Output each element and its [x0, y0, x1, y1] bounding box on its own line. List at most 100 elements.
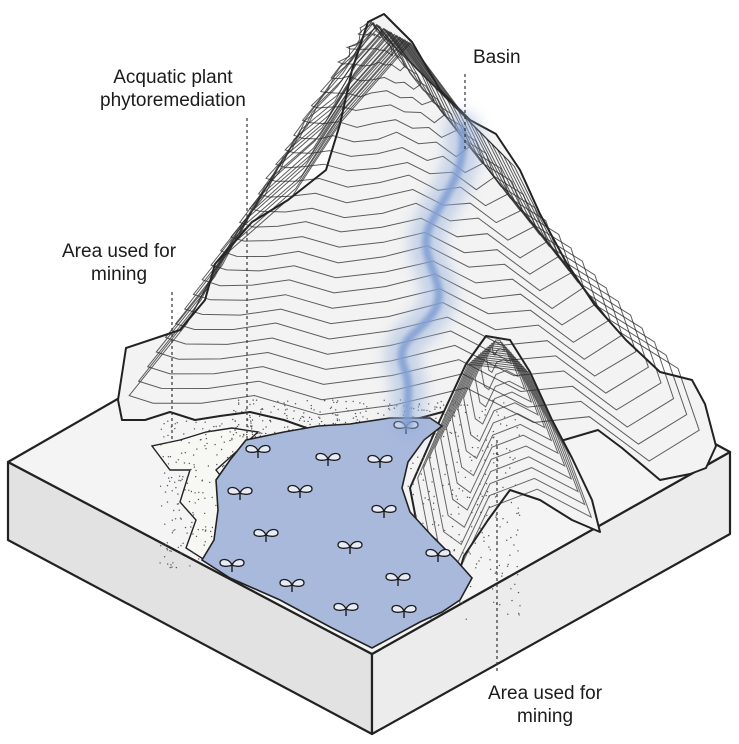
sand-dot: [451, 525, 454, 528]
sand-dot: [210, 530, 212, 533]
sand-dot: [475, 563, 478, 565]
sand-dot: [363, 403, 365, 405]
sand-dot: [167, 441, 169, 444]
sand-dot: [490, 444, 493, 446]
sand-dot: [501, 575, 503, 577]
sand-dot: [260, 408, 262, 411]
sand-dot: [235, 426, 237, 429]
sand-dot: [440, 400, 442, 403]
sprout-icon: [391, 604, 417, 618]
sand-dot: [233, 409, 235, 412]
sand-dot: [309, 423, 311, 426]
sand-dot: [445, 428, 447, 431]
sand-dot: [168, 477, 170, 479]
sand-dot: [188, 442, 190, 444]
sand-dot: [355, 415, 357, 418]
sand-dot: [456, 409, 459, 411]
sand-dot: [511, 410, 513, 413]
sand-dot: [175, 461, 177, 463]
sand-dot: [488, 506, 490, 508]
sand-dot: [333, 401, 335, 403]
sand-dot: [204, 512, 206, 515]
sand-dot: [458, 488, 460, 490]
sand-dot: [241, 411, 243, 413]
sand-dot: [469, 585, 472, 588]
sand-dot: [499, 526, 501, 528]
sand-dot: [167, 563, 169, 565]
sand-dot: [178, 479, 180, 482]
sand-dot: [365, 410, 367, 412]
contour-line: [210, 34, 585, 310]
sand-dot: [204, 445, 206, 447]
sand-dot: [221, 465, 224, 468]
sand-dot: [493, 493, 495, 495]
sand-dot: [294, 403, 297, 405]
contour-lines: [128, 19, 700, 580]
sand-dot: [457, 403, 459, 406]
sand-dot: [422, 479, 425, 481]
sand-dot: [510, 536, 512, 539]
sand-dot: [258, 415, 261, 417]
sand-dot: [428, 490, 430, 493]
sand-dot: [484, 459, 486, 461]
sand-dot: [183, 433, 185, 435]
sand-dot: [229, 439, 231, 442]
sand-dot: [458, 513, 460, 515]
sand-dot: [239, 435, 241, 437]
sand-dot: [514, 583, 516, 585]
sand-dot: [507, 563, 509, 566]
sand-dot: [460, 540, 462, 542]
sand-dot: [481, 450, 484, 452]
sand-dot: [214, 443, 216, 446]
sand-dot: [160, 444, 162, 446]
sand-dot: [352, 417, 355, 419]
sand-dot: [366, 418, 368, 420]
sand-dot: [287, 400, 289, 402]
sand-dot: [338, 419, 340, 421]
sand-dot: [180, 545, 182, 547]
sand-dot: [163, 423, 165, 425]
sand-dot: [457, 449, 460, 451]
sand-dot: [234, 420, 236, 422]
sand-dot: [492, 453, 495, 455]
sand-dot: [517, 574, 519, 576]
sand-dot: [407, 485, 409, 487]
sand-dot: [510, 588, 512, 590]
sand-dot: [480, 511, 482, 514]
sand-dot: [354, 412, 357, 415]
sand-dot: [311, 418, 313, 421]
sand-dot: [332, 399, 334, 401]
sand-dot: [235, 411, 237, 413]
sand-dot: [481, 495, 483, 497]
sand-dot: [502, 486, 504, 489]
sand-dot: [174, 518, 177, 520]
sand-dot: [307, 420, 309, 423]
sand-dot: [166, 501, 169, 503]
sand-dot: [518, 612, 520, 615]
sand-dot: [488, 535, 490, 537]
sand-dot: [159, 485, 162, 487]
sand-dot: [171, 566, 173, 568]
sand-dot: [255, 399, 258, 401]
sand-dot: [329, 407, 332, 410]
sand-dot: [479, 483, 481, 485]
mining-label-right: Area used for mining: [488, 682, 602, 728]
sand-dot: [196, 448, 198, 450]
sand-dot: [203, 544, 205, 546]
sand-dot: [209, 481, 211, 484]
stream-channel: [397, 124, 467, 429]
sand-dot: [167, 456, 170, 458]
sand-dot: [479, 527, 481, 529]
sand-dot: [242, 433, 245, 436]
sand-dot: [516, 427, 518, 429]
sand-dot: [444, 473, 446, 476]
sand-dot: [442, 431, 444, 433]
sand-dot: [461, 490, 464, 492]
sand-dot: [262, 420, 264, 422]
sand-dot: [219, 425, 221, 427]
sand-dot: [223, 464, 225, 467]
sand-dot: [495, 443, 498, 445]
sprout-icon: [425, 548, 451, 562]
sand-dot: [174, 423, 176, 425]
